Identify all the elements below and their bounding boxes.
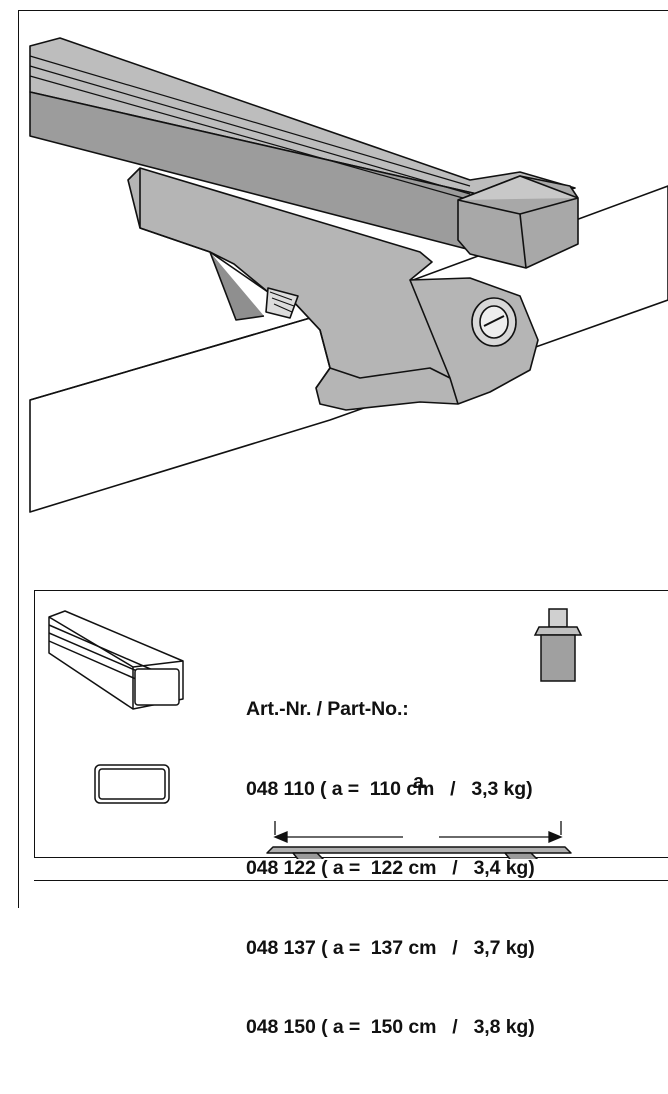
bar-profile-icon — [48, 610, 184, 710]
bottom-rule — [34, 880, 668, 881]
roof-rail-mount-icon — [266, 846, 572, 859]
page-frame — [18, 10, 668, 908]
article-item: 048 122 ( a = 122 cm / 3,4 kg) — [246, 857, 535, 879]
article-list: Art.-Nr. / Part-No.: 048 110 ( a = 110 c… — [246, 643, 535, 1094]
article-heading: Art.-Nr. / Part-No.: — [246, 698, 409, 720]
dimension-label: a — [413, 771, 425, 793]
weight-icon — [533, 608, 583, 682]
article-item: 048 110 ( a = 110 cm / 3,3 kg) — [246, 777, 533, 800]
roof-bar-illustration — [29, 37, 668, 513]
cross-section-icon — [94, 764, 170, 804]
foot-body — [127, 167, 539, 411]
article-item: 048 150 ( a = 150 cm / 3,8 kg) — [246, 1016, 535, 1038]
dimension-line — [273, 821, 563, 843]
spec-panel: Art.-Nr. / Part-No.: 048 110 ( a = 110 c… — [34, 590, 668, 1038]
article-item: 048 137 ( a = 137 cm / 3,7 kg) — [246, 936, 535, 959]
